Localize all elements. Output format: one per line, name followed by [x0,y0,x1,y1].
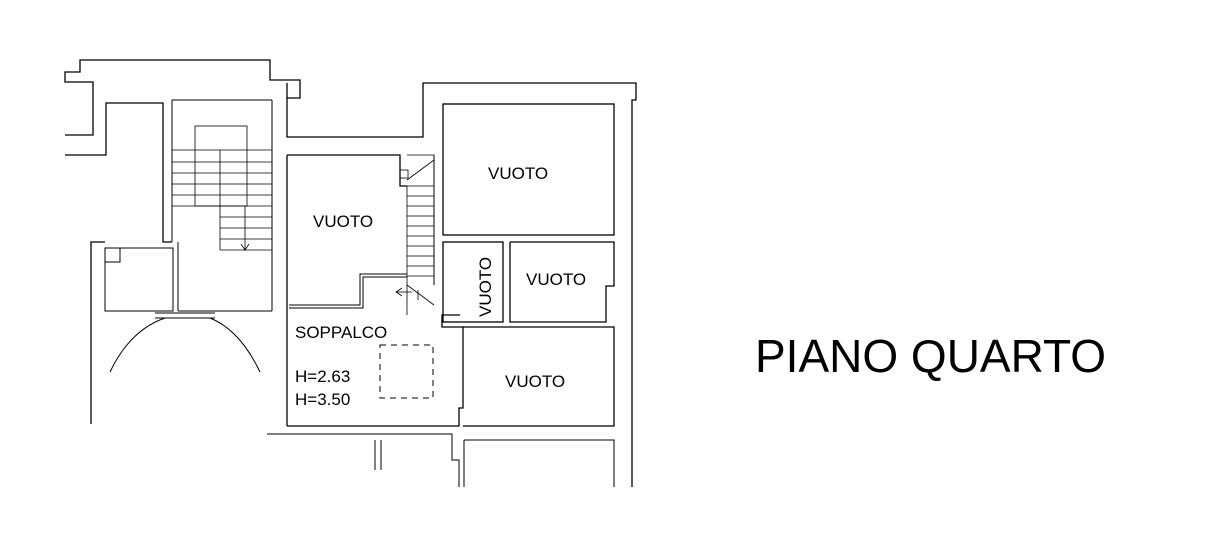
room-label-vuoto-left: VUOTO [313,212,373,231]
left-staircase [172,125,272,251]
mezzanine-height-1: H=2.63 [295,367,350,386]
right-rooms-walls [442,103,615,427]
room-label-vuoto-top-right: VUOTO [488,164,548,183]
room-label-vuoto-bottom-right: VUOTO [505,372,565,391]
mezzanine-height-2: H=3.50 [295,390,350,409]
central-staircase [395,154,435,315]
mezzanine-label: SOPPALCO [295,323,387,342]
left-wing-walls [64,59,637,487]
floor-title: PIANO QUARTO [755,330,1106,382]
room-label-vuoto-mid-right: VUOTO [526,270,586,289]
room-label-vuoto-narrow: VUOTO [476,257,495,317]
mezzanine-outline [379,344,434,399]
central-block-walls [267,154,615,487]
